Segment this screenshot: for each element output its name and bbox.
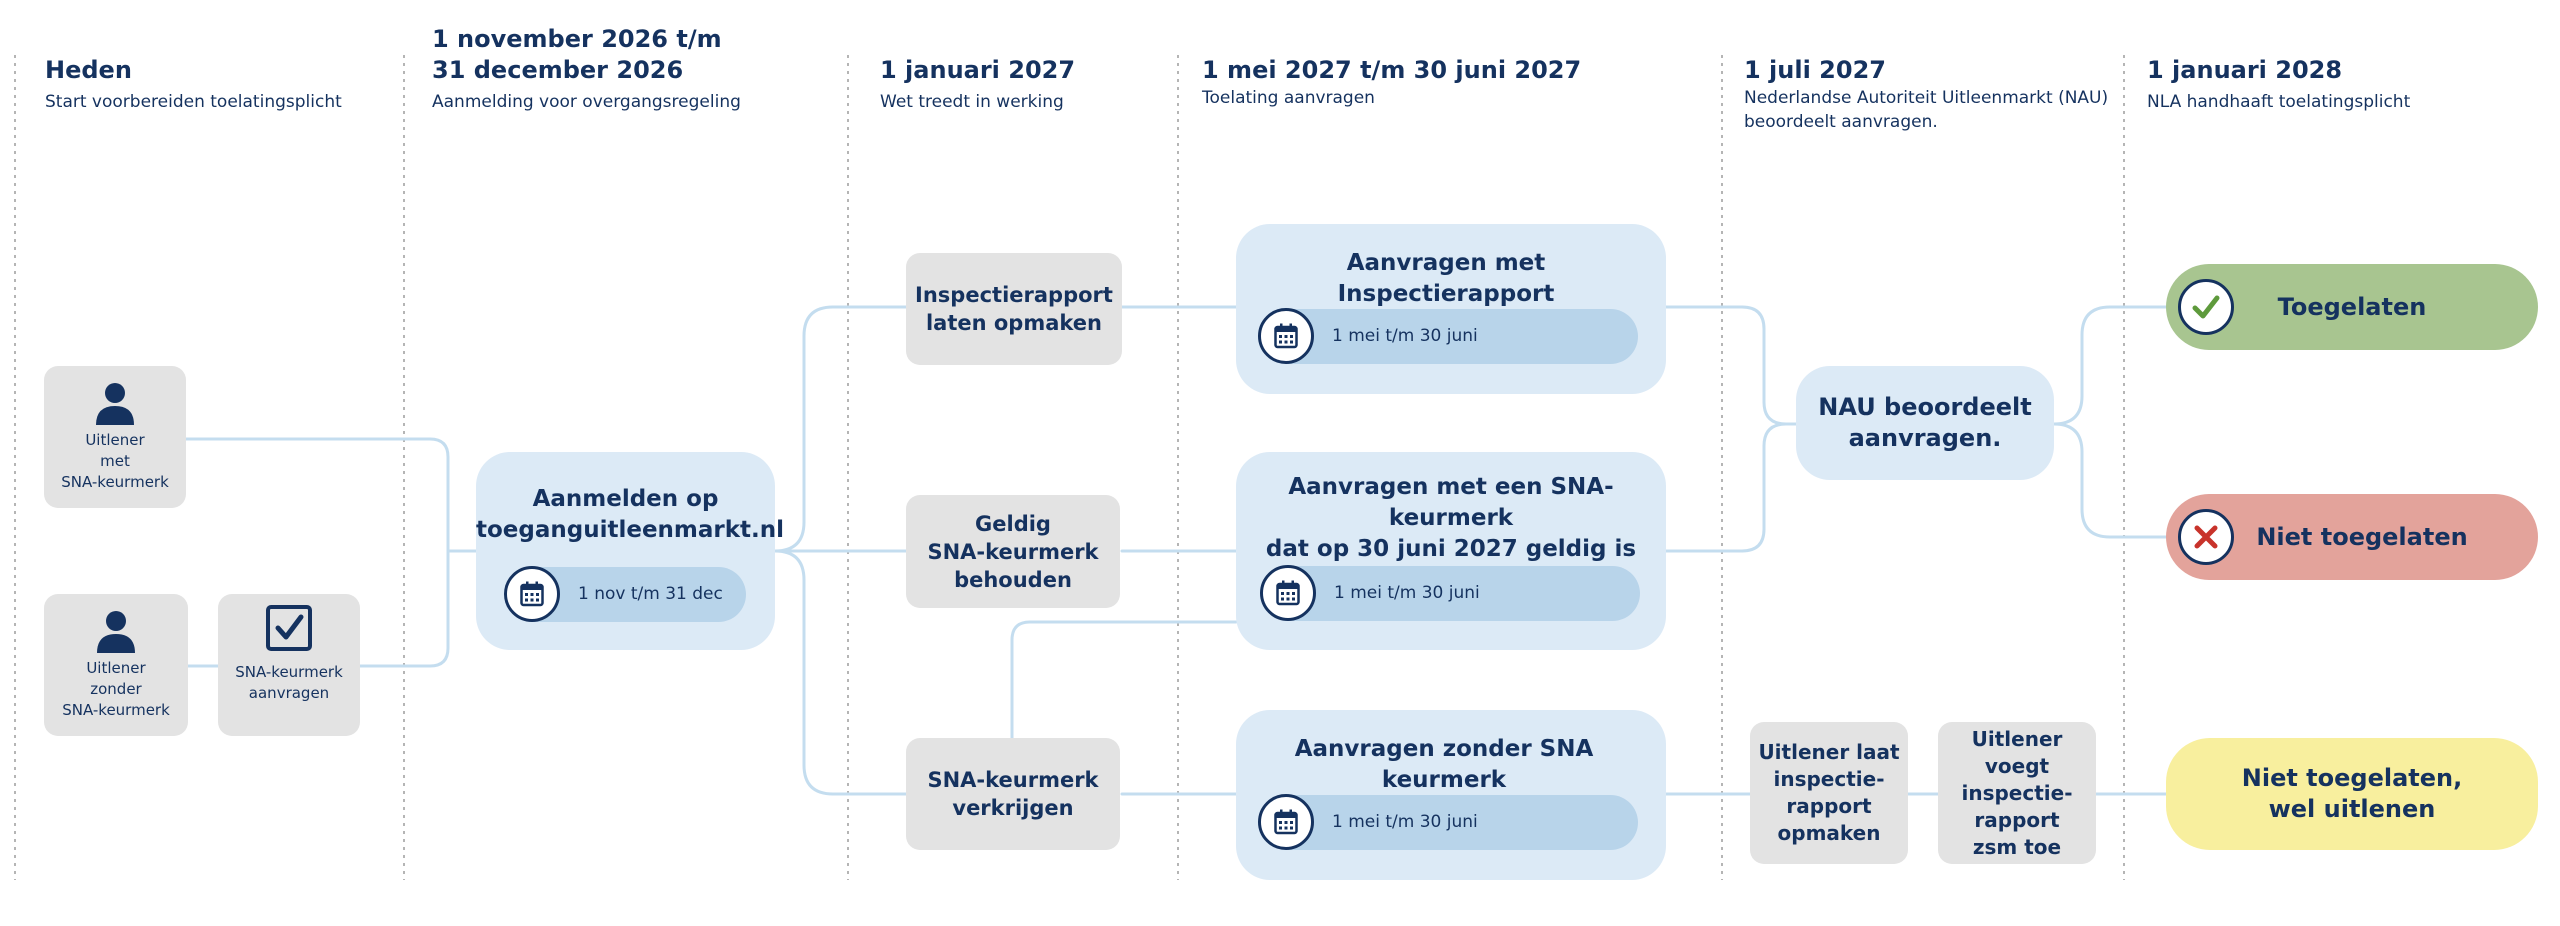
- late-step-inspection: Uitlener laat inspectie- rapport opmaken: [1750, 722, 1908, 864]
- check-icon: [2178, 279, 2234, 335]
- application-without-mark-title: Aanvragen zonder SNA keurmerk: [1294, 736, 1594, 793]
- register-date-pill: 1 nov t/m 31 dec: [504, 566, 746, 622]
- application-with-report-pill: 1 mei t/m 30 juni: [1258, 308, 1638, 364]
- connectors: [184, 305, 2168, 796]
- application-without-mark: Aanvragen zonder SNA keurmerk 1 mei t/m …: [1236, 710, 1666, 880]
- application-with-mark-title-line1: Aanvragen met een SNA-keurmerk: [1288, 474, 1614, 531]
- outcome-admitted-label: Toegelaten: [2277, 292, 2427, 321]
- connector-register-to-inspect: [773, 305, 908, 553]
- connector-actor-with-to-register: [184, 437, 478, 553]
- register-title-line1: Aanmelden op: [532, 486, 719, 512]
- column-1-sub: Start voorbereiden toelatingsplicht: [45, 92, 342, 112]
- late-step-submit-line3: rapport: [1974, 807, 2060, 832]
- calendar-icon: [1260, 565, 1316, 621]
- column-5-sub-line2: beoordeelt aanvragen.: [1744, 112, 1938, 132]
- outcome-rejected: Niet toegelaten: [2166, 494, 2538, 580]
- actor-with-mark-line2: met: [100, 452, 130, 470]
- column-2-date: 1 november 2026 t/m: [432, 25, 722, 53]
- apply-mark-step: SNA-keurmerk aanvragen: [218, 594, 360, 736]
- person-icon: [96, 383, 134, 425]
- late-step-inspection-line3: rapport: [1786, 794, 1872, 818]
- actor-with-mark-line3: SNA-keurmerk: [61, 473, 169, 491]
- apply-mark-line1: SNA-keurmerk: [235, 663, 343, 681]
- path-obtain-line1: SNA-keurmerk: [927, 768, 1099, 792]
- path-valid-line1: Geldig: [975, 511, 1051, 536]
- path-valid-mark: Geldig SNA-keurmerk behouden: [906, 495, 1120, 608]
- path-valid-line3: behouden: [954, 567, 1072, 592]
- checkbox-icon: [266, 605, 312, 651]
- path-valid-line2: SNA-keurmerk: [927, 539, 1099, 564]
- column-2-sub: Aanmelding voor overgangsregeling: [432, 92, 741, 112]
- application-with-report-date: 1 mei t/m 30 juni: [1332, 326, 1478, 346]
- connector-apply-to-register: [358, 549, 450, 668]
- path-inspection-line2: laten opmaken: [925, 311, 1102, 335]
- outcome-lend-line2: wel uitlenen: [2268, 795, 2436, 823]
- column-3-date: 1 januari 2027: [880, 56, 1076, 84]
- late-step-inspection-line4: opmaken: [1777, 821, 1881, 845]
- actor-without-mark-line1: Uitlener: [86, 659, 146, 677]
- calendar-icon: [504, 566, 560, 622]
- register-title-line2: toeganguitleenmarkt.nl: [476, 517, 785, 543]
- actor-without-mark: Uitlener zonder SNA-keurmerk: [44, 594, 188, 736]
- connector-a1-to-nau: [1664, 305, 1798, 426]
- register-box: Aanmelden op toeganguitleenmarkt.nl 1 no…: [476, 452, 785, 650]
- calendar-icon: [1258, 308, 1314, 364]
- nau-review-line1: NAU beoordeelt: [1818, 393, 2032, 421]
- person-icon: [97, 611, 135, 653]
- nau-review-box: NAU beoordeelt aanvragen.: [1796, 366, 2054, 480]
- column-4-sub: Toelating aanvragen: [1202, 88, 1375, 108]
- actor-with-mark-line1: Uitlener: [85, 431, 145, 449]
- outcome-lend-line1: Niet toegelaten,: [2241, 764, 2463, 792]
- outcome-not-admitted-but-lend: Niet toegelaten, wel uitlenen: [2166, 738, 2538, 850]
- application-without-mark-date: 1 mei t/m 30 juni: [1332, 812, 1478, 832]
- column-6-date: 1 januari 2028: [2147, 56, 2343, 84]
- application-with-mark-pill: 1 mei t/m 30 juni: [1260, 565, 1640, 621]
- outcome-admitted: Toegelaten: [2166, 264, 2538, 350]
- application-with-report: Aanvragen met Inspectierapport 1 mei t/m…: [1236, 224, 1666, 394]
- late-step-inspection-line1: Uitlener laat: [1758, 740, 1900, 764]
- application-with-mark-date: 1 mei t/m 30 juni: [1334, 583, 1480, 603]
- column-6-sub: NLA handhaaft toelatingsplicht: [2147, 92, 2411, 112]
- path-inspection-report: Inspectierapport laten opmaken: [906, 253, 1122, 365]
- column-3-sub: Wet treedt in werking: [880, 92, 1064, 112]
- nau-review-line2: aanvragen.: [1848, 424, 2002, 452]
- column-dividers: [14, 55, 2125, 880]
- path-inspection-line1: Inspectierapport: [915, 283, 1113, 307]
- connector-nau-to-rejected: [2052, 422, 2168, 539]
- outcome-rejected-label: Niet toegelaten: [2256, 522, 2468, 551]
- late-step-submit: Uitlener voegt inspectie- rapport zsm to…: [1938, 722, 2096, 864]
- application-with-mark: Aanvragen met een SNA-keurmerk dat op 30…: [1236, 452, 1666, 650]
- connector-nau-to-admitted: [2052, 305, 2168, 426]
- actor-without-mark-line3: SNA-keurmerk: [62, 701, 170, 719]
- calendar-icon: [1258, 794, 1314, 850]
- late-step-submit-line4: zsm toe: [1972, 834, 2062, 859]
- column-5-date: 1 juli 2027: [1744, 56, 1886, 84]
- connector-obtain-to-a2: [1010, 620, 1238, 740]
- actor-without-mark-line2: zonder: [90, 680, 142, 698]
- cross-icon: [2178, 509, 2234, 565]
- application-with-mark-title-line2: dat op 30 juni 2027 geldig is: [1265, 536, 1637, 562]
- register-date: 1 nov t/m 31 dec: [578, 584, 723, 604]
- connector-register-to-obtain: [773, 549, 908, 796]
- connector-a2-to-nau: [1664, 422, 1798, 553]
- application-with-report-title: Aanvragen met Inspectierapport: [1337, 250, 1555, 307]
- column-4-date: 1 mei 2027 t/m 30 juni 2027: [1202, 56, 1582, 84]
- actor-with-mark: Uitlener met SNA-keurmerk: [44, 366, 186, 508]
- late-step-inspection-line2: inspectie-: [1773, 767, 1885, 791]
- column-5-sub: Nederlandse Autoriteit Uitleenmarkt (NAU…: [1744, 88, 2109, 108]
- apply-mark-line2: aanvragen: [248, 684, 330, 702]
- path-obtain-line2: verkrijgen: [952, 796, 1074, 820]
- column-2-date-line2: 31 december 2026: [432, 56, 684, 84]
- late-step-submit-line2: inspectie-: [1961, 780, 2073, 805]
- application-without-mark-pill: 1 mei t/m 30 juni: [1258, 794, 1638, 850]
- late-step-submit-line1: Uitlener voegt: [1971, 726, 2063, 778]
- column-1-date: Heden: [45, 56, 132, 84]
- path-obtain-mark: SNA-keurmerk verkrijgen: [906, 738, 1120, 850]
